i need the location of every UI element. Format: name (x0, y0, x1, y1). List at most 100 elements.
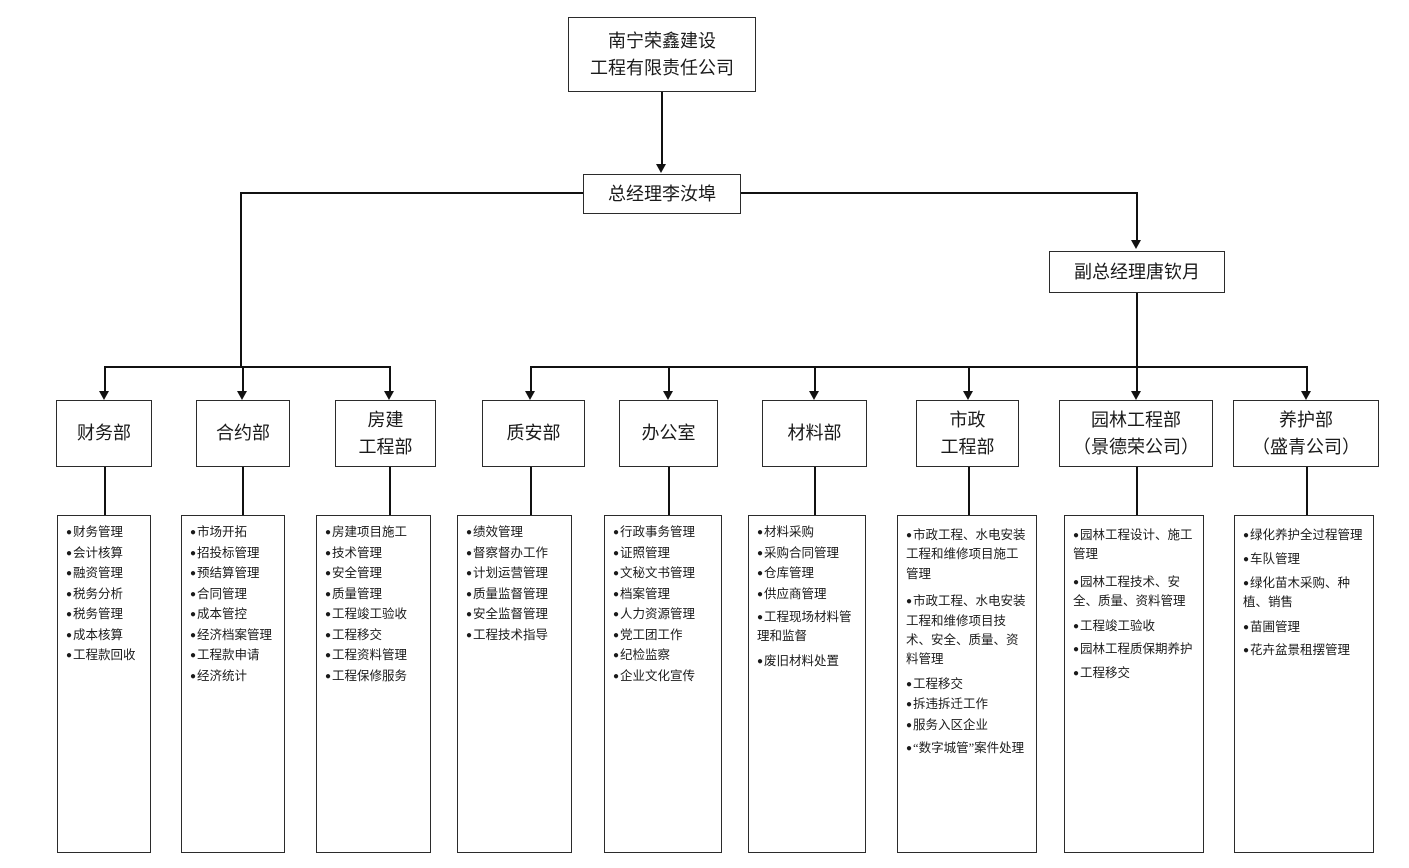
duty-item: ●档案管理 (613, 586, 671, 601)
bullet-icon: ● (66, 527, 73, 538)
dept-box-1[interactable]: 财务部 (56, 400, 152, 467)
bullet-icon: ● (466, 588, 473, 600)
general-manager-label: 总经理李汝埠 (608, 183, 716, 204)
duty-list-6: ●材料采购 ●采购合同管理 ●仓库管理 ●供应商管理 ●工程现场材料管理和监督 … (757, 526, 858, 667)
dept-3-name-line2: 工程部 (358, 436, 413, 457)
node-deputy-general-manager[interactable]: 副总经理唐钦月 (1049, 251, 1225, 293)
duty-item: ●质量监督管理 (466, 586, 549, 601)
bullet-icon: ● (466, 609, 473, 620)
bullet-icon: ● (757, 568, 764, 579)
bullet-icon: ● (325, 670, 332, 682)
dept-box-8[interactable]: 园林工程部 （景德荣公司） (1059, 400, 1213, 467)
node-general-manager[interactable]: 总经理李汝埠 (583, 174, 741, 214)
duty-item: ●采购合同管理 (757, 545, 840, 560)
duty-item: ●工程保修服务 (325, 668, 408, 683)
bullet-icon: ● (190, 670, 197, 682)
bullet-icon: ● (1243, 577, 1250, 589)
duty-item: ●融资管理 (66, 566, 124, 580)
dept-2-name-line1: 合约部 (216, 423, 270, 444)
connector-company-to-gm (661, 92, 663, 166)
connector-vgm-drop (1136, 293, 1138, 366)
bullet-icon: ● (66, 609, 73, 620)
bullet-icon: ● (66, 568, 73, 579)
duty-box-1[interactable]: ●财务管理 ●会计核算 ●融资管理 ●税务分析 ●税务管理 ●成本核算 ●工程款… (57, 515, 151, 853)
duty-item: ●仓库管理 (757, 566, 815, 580)
connector-drop-dept-8 (1136, 366, 1138, 393)
duty-item: ●工程移交 (906, 676, 964, 691)
duty-box-9[interactable]: ●绿化养护全过程管理 ●车队管理 ●绿化苗木采购、种植、销售 ●苗圃管理 ●花卉… (1234, 515, 1374, 853)
connector-dept-3-to-duties (389, 467, 391, 515)
connector-drop-dept-2 (242, 366, 244, 393)
bullet-icon: ● (1243, 645, 1250, 657)
duty-item: ●安全监督管理 (466, 607, 549, 621)
dept-box-2[interactable]: 合约部 (196, 400, 290, 467)
duty-item: ●工程款申请 (190, 648, 260, 662)
duty-box-4[interactable]: ●绩效管理 ●督察督办工作 ●计划运营管理 ●质量监督管理 ●安全监督管理 ●工… (457, 515, 572, 853)
connector-gm-left-stem (240, 192, 585, 194)
duty-item: ●人力资源管理 (613, 607, 696, 621)
connector-drop-dept-5 (668, 366, 670, 393)
bullet-icon: ● (1073, 644, 1080, 655)
dept-box-5[interactable]: 办公室 (619, 400, 718, 467)
dept-box-3[interactable]: 房建 工程部 (335, 400, 436, 467)
bullet-icon: ● (906, 596, 913, 608)
duty-item: ●计划运营管理 (466, 566, 549, 580)
duty-box-7[interactable]: ●市政工程、水电安装工程和维修项目施工管理 ●市政工程、水电安装工程和维修项目技… (897, 515, 1037, 853)
duty-item: ●工程款回收 (66, 648, 136, 662)
duty-item: ●成本管控 (190, 607, 248, 621)
bullet-icon: ● (613, 670, 620, 682)
duty-box-8[interactable]: ●园林工程设计、施工管理 ●园林工程技术、安全、质量、资料管理 ●工程竣工验收 … (1064, 515, 1204, 853)
bullet-icon: ● (613, 527, 620, 538)
duty-item: ●党工团工作 (613, 627, 683, 642)
dept-box-4[interactable]: 质安部 (482, 400, 585, 467)
duty-item: ●纪检监察 (613, 648, 671, 662)
arrow-dept-1 (99, 391, 109, 400)
trunk-bar-gm-departments (104, 366, 390, 368)
duty-box-2[interactable]: ●市场开拓 ●招投标管理 ●预结算管理 ●合同管理 ●成本管控 ●经济档案管理 … (181, 515, 285, 853)
bullet-icon: ● (190, 609, 197, 620)
duty-item: ●绿化苗木采购、种植、销售 (1243, 575, 1351, 610)
dept-box-9[interactable]: 养护部 （盛青公司） (1233, 400, 1379, 467)
duty-item: ●文秘文书管理 (613, 566, 696, 580)
duty-list-9: ●绿化养护全过程管理 ●车队管理 ●绿化苗木采购、种植、销售 ●苗圃管理 ●花卉… (1243, 526, 1366, 661)
bullet-icon: ● (757, 612, 764, 623)
connector-dept-6-to-duties (814, 467, 816, 515)
duty-item: ●工程竣工验收 (1073, 618, 1156, 633)
node-company[interactable]: 南宁荣鑫建设 工程有限责任公司 (568, 17, 756, 92)
bullet-icon: ● (1243, 621, 1250, 633)
duty-item: ●拆违拆迁工作 (906, 697, 989, 712)
duty-list-7: ●市政工程、水电安装工程和维修项目施工管理 ●市政工程、水电安装工程和维修项目技… (906, 526, 1029, 759)
bullet-icon: ● (466, 568, 473, 579)
dept-box-7[interactable]: 市政 工程部 (916, 400, 1019, 467)
bullet-icon: ● (1073, 576, 1080, 588)
dept-9-name-line1: 养护部 (1279, 410, 1333, 431)
duty-item: ●车队管理 (1243, 552, 1301, 567)
duty-list-3: ●房建项目施工 ●技术管理 ●安全管理 ●质量管理 ●工程竣工验收 ●工程移交 … (325, 526, 423, 682)
duty-box-6[interactable]: ●材料采购 ●采购合同管理 ●仓库管理 ●供应商管理 ●工程现场材料管理和监督 … (748, 515, 866, 853)
duty-list-8: ●园林工程设计、施工管理 ●园林工程技术、安全、质量、资料管理 ●工程竣工验收 … (1073, 526, 1196, 680)
duty-item: ●材料采购 (757, 525, 815, 539)
duty-item: ●工程移交 (325, 627, 383, 642)
duty-item: ●财务管理 (66, 525, 124, 539)
dept-9-name-line2: （盛青公司） (1252, 436, 1360, 457)
duty-item: ●工程资料管理 (325, 648, 408, 662)
dept-box-6[interactable]: 材料部 (762, 400, 867, 467)
bullet-icon: ● (325, 588, 332, 600)
dept-7-name-line2: 工程部 (940, 436, 995, 457)
bullet-icon: ● (325, 547, 332, 559)
bullet-icon: ● (1243, 530, 1250, 541)
arrow-dept-9 (1301, 391, 1311, 400)
connector-drop-dept-6 (814, 366, 816, 393)
arrow-dept-7 (963, 391, 973, 400)
connector-dept-7-to-duties (968, 467, 970, 515)
connector-dept-8-to-duties (1136, 467, 1138, 515)
bullet-icon: ● (66, 650, 73, 661)
arrow-dept-2 (237, 391, 247, 400)
duty-box-3[interactable]: ●房建项目施工 ●技术管理 ●安全管理 ●质量管理 ●工程竣工验收 ●工程移交 … (316, 515, 431, 853)
duty-item: ●园林工程质保期养护 (1073, 642, 1193, 656)
connector-gm-left-drop (240, 192, 242, 366)
duty-box-5[interactable]: ●行政事务管理 ●证照管理 ●文秘文书管理 ●档案管理 ●人力资源管理 ●党工团… (604, 515, 722, 853)
duty-item: ●市场开拓 (190, 525, 248, 539)
bullet-icon: ● (466, 629, 473, 641)
